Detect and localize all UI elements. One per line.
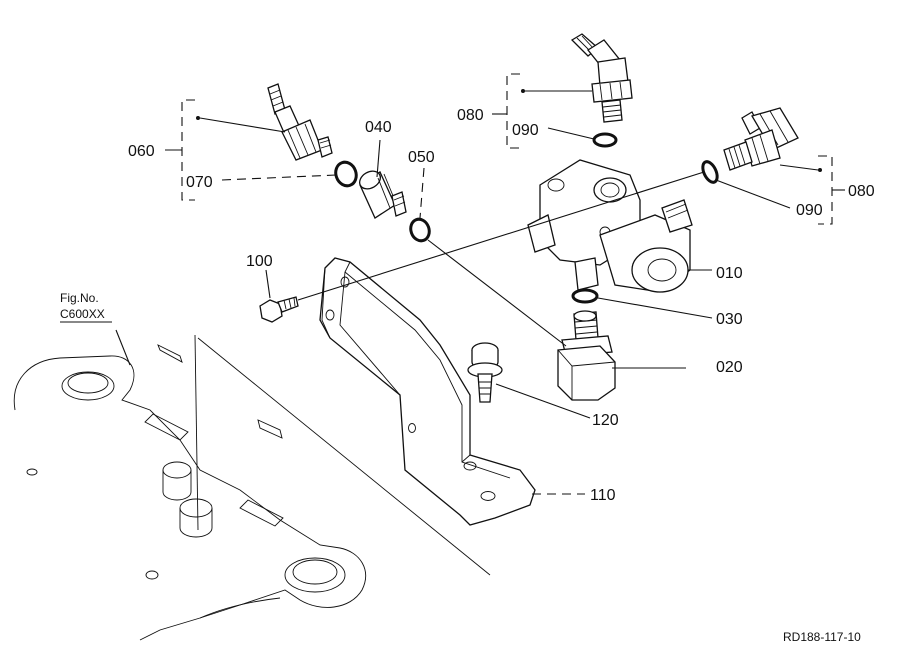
adapter-020: [557, 310, 616, 401]
label-060: 060: [128, 143, 155, 160]
o-ring-070: [334, 160, 358, 188]
drawing-code: RD188-117-10: [783, 630, 861, 644]
o-ring-090-right: [701, 160, 719, 184]
label-040: 040: [365, 119, 392, 136]
fig-ref-line1: Fig.No.: [60, 291, 99, 305]
bracket-110: [319, 257, 536, 526]
fitting-060: [267, 83, 333, 161]
bolt-100: [259, 296, 299, 323]
fitting-080-right: [723, 107, 799, 171]
part-labels: 010 020 030 040 050 060 070 080 080 090 …: [128, 107, 875, 504]
label-030: 030: [716, 311, 743, 328]
label-070: 070: [186, 174, 213, 191]
label-080-right: 080: [848, 183, 875, 200]
label-010: 010: [716, 265, 743, 282]
leader-lines: [115, 73, 845, 495]
o-ring-030: [571, 288, 599, 304]
fig-ref-line2: C600XX: [60, 307, 105, 321]
o-ring-090-top: [592, 132, 618, 148]
o-ring-050: [409, 217, 431, 243]
label-100: 100: [246, 253, 273, 270]
bolt-120: [467, 342, 503, 403]
adapter-040: [359, 170, 407, 219]
label-110: 110: [590, 487, 616, 504]
label-050: 050: [408, 149, 435, 166]
figure-reference: Fig.No. C600XX: [60, 291, 112, 323]
label-080-top: 080: [457, 107, 484, 124]
base-plate: [13, 334, 491, 641]
label-090-top: 090: [512, 122, 539, 139]
solenoid-valve-010: [527, 159, 693, 293]
fitting-080-top: [570, 33, 633, 123]
label-090-right: 090: [796, 202, 823, 219]
label-020: 020: [716, 359, 743, 376]
label-120: 120: [592, 412, 619, 429]
